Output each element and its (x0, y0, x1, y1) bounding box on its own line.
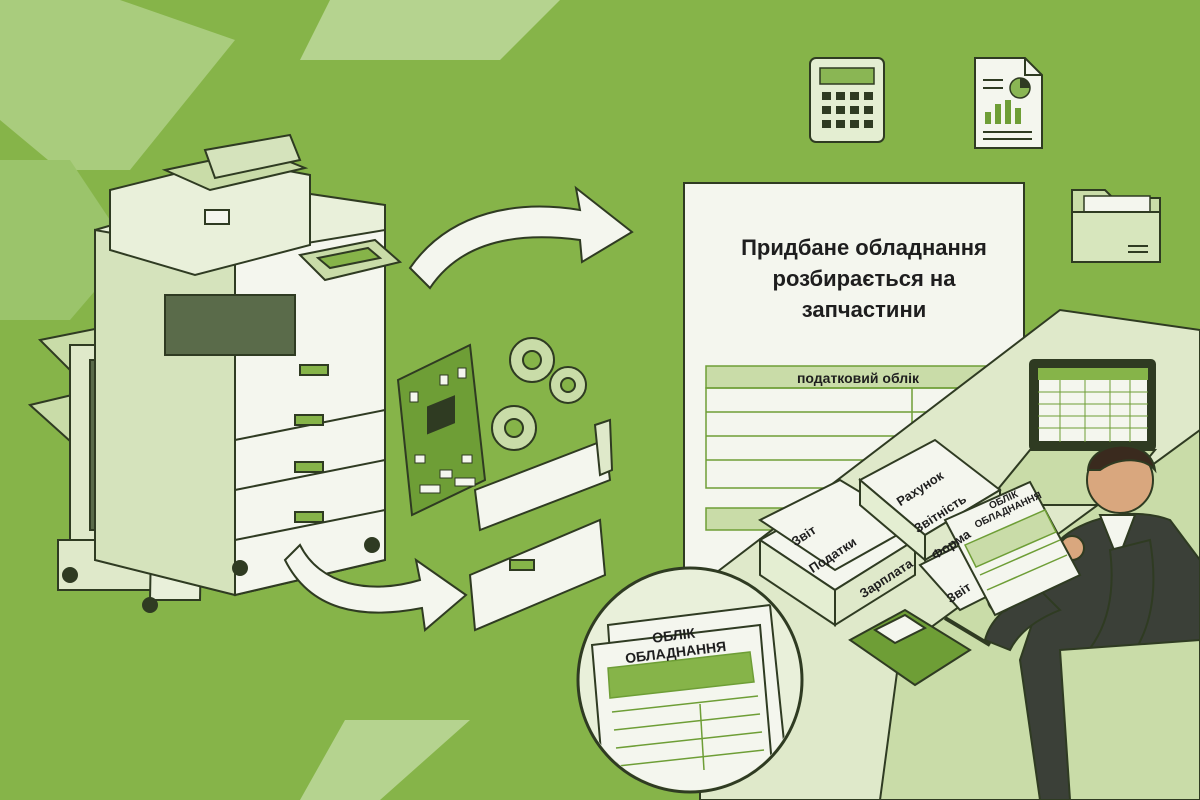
table-header-tax: податковий облік (796, 370, 920, 386)
report-chart-icon (974, 57, 1043, 149)
accountant-person (983, 444, 1200, 800)
gear-icon (491, 337, 587, 451)
held-document (943, 480, 1082, 617)
main-sheet-title: Придбане обладнання розбирається на запч… (741, 235, 987, 322)
pen (943, 616, 992, 647)
circuit-board (396, 343, 487, 517)
loose-trays (468, 418, 614, 632)
folder-icon (1071, 189, 1161, 263)
desk-folder (848, 608, 972, 687)
zoom-circle (576, 566, 804, 794)
calculator-icon (809, 57, 885, 143)
arrow-icon (283, 185, 634, 632)
copier-machine (27, 133, 403, 613)
